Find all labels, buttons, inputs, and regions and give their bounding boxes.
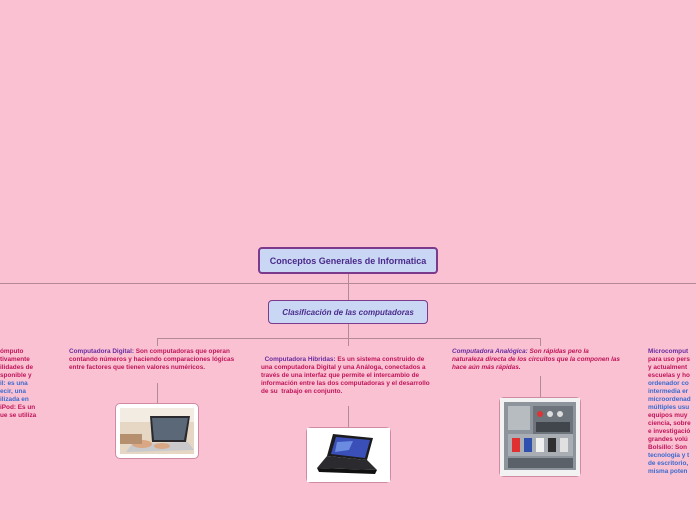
hibrida-description: Es un sistema construido de una computad… [261,356,432,395]
left-partial-line: iPod: Es un [0,404,36,411]
netbook-photo [307,428,390,482]
left-partial-line: sponible y [0,372,32,379]
micro-partial-line: Microcomput [648,348,689,355]
micro-partial-line: de escritorio, [648,460,689,467]
digital-description: Son computadoras que operan contando núm… [69,348,235,371]
micro-partial-line: múltiples usu [648,404,690,411]
branch-hibrida-line [348,338,349,346]
micro-partial-line: equipos muy [648,412,688,419]
micro-partial-line: grandes volú [648,436,688,443]
micro-partial-line: microordenad [648,396,691,403]
digital-image-line [157,383,158,403]
left-partial-line: ilizada en [0,396,29,403]
micro-partial-line: misma poten [648,468,688,475]
left-partial-line: ecir, una [0,388,26,395]
micro-partial-line: escuelas y ho [648,372,690,379]
micro-partial-line: intermedia er [648,388,689,395]
left-partial-line: tivamente [0,356,30,363]
left-partial-line: ilidades de [0,364,34,371]
left-partial-line: ue se utiliza [0,412,37,419]
analogica-image-line [540,376,541,397]
micro-partial-line: y actualment [648,364,688,371]
micro-partial-line: ciencia, sobre [648,420,691,427]
micro-partial-line: e investigació [648,428,691,435]
left-partial-line: il: es una [0,380,28,387]
sub-down-line [348,324,349,338]
root-node-label: Conceptos Generales de Informatica [269,255,427,266]
analogica-image[interactable] [499,397,581,477]
analogica-text: Computadora Analógica: Son rápidas pero … [452,348,622,372]
hibrida-image-line [348,406,349,427]
micro-partial-line: ordenador co [648,380,689,387]
digital-text: Computadora Digital: Son computadoras qu… [69,348,239,372]
classification-node[interactable]: Clasificación de las computadoras [268,300,428,324]
analogica-description: Son rápidas pero la naturaleza directa d… [452,348,620,371]
laptop-photo [120,408,194,454]
micro-partial-line: para uso pers [648,356,690,363]
hibrida-text: Computadora Hibridas: Es un sistema cons… [261,348,431,396]
hibrida-label: Computadora Hibridas: [264,356,338,363]
root-to-sub-line [348,274,349,300]
analogica-label: Computadora Analógica: [452,348,530,355]
digital-image[interactable] [115,403,199,459]
left-partial-line: ómputo [0,348,24,355]
micro-partial-line: Bolsillo: Son [648,444,688,451]
micro-partial-line: tecnología y t [648,452,690,459]
analog-computer-photo [500,398,580,476]
branch-digital-line [157,338,158,346]
classification-node-label: Clasificación de las computadoras [282,307,414,317]
branch-line [157,338,541,339]
branch-analogica-line [540,338,541,346]
root-node[interactable]: Conceptos Generales de Informatica [258,247,438,274]
digital-label: Computadora Digital: [69,348,136,355]
hibrida-image[interactable] [306,427,391,483]
